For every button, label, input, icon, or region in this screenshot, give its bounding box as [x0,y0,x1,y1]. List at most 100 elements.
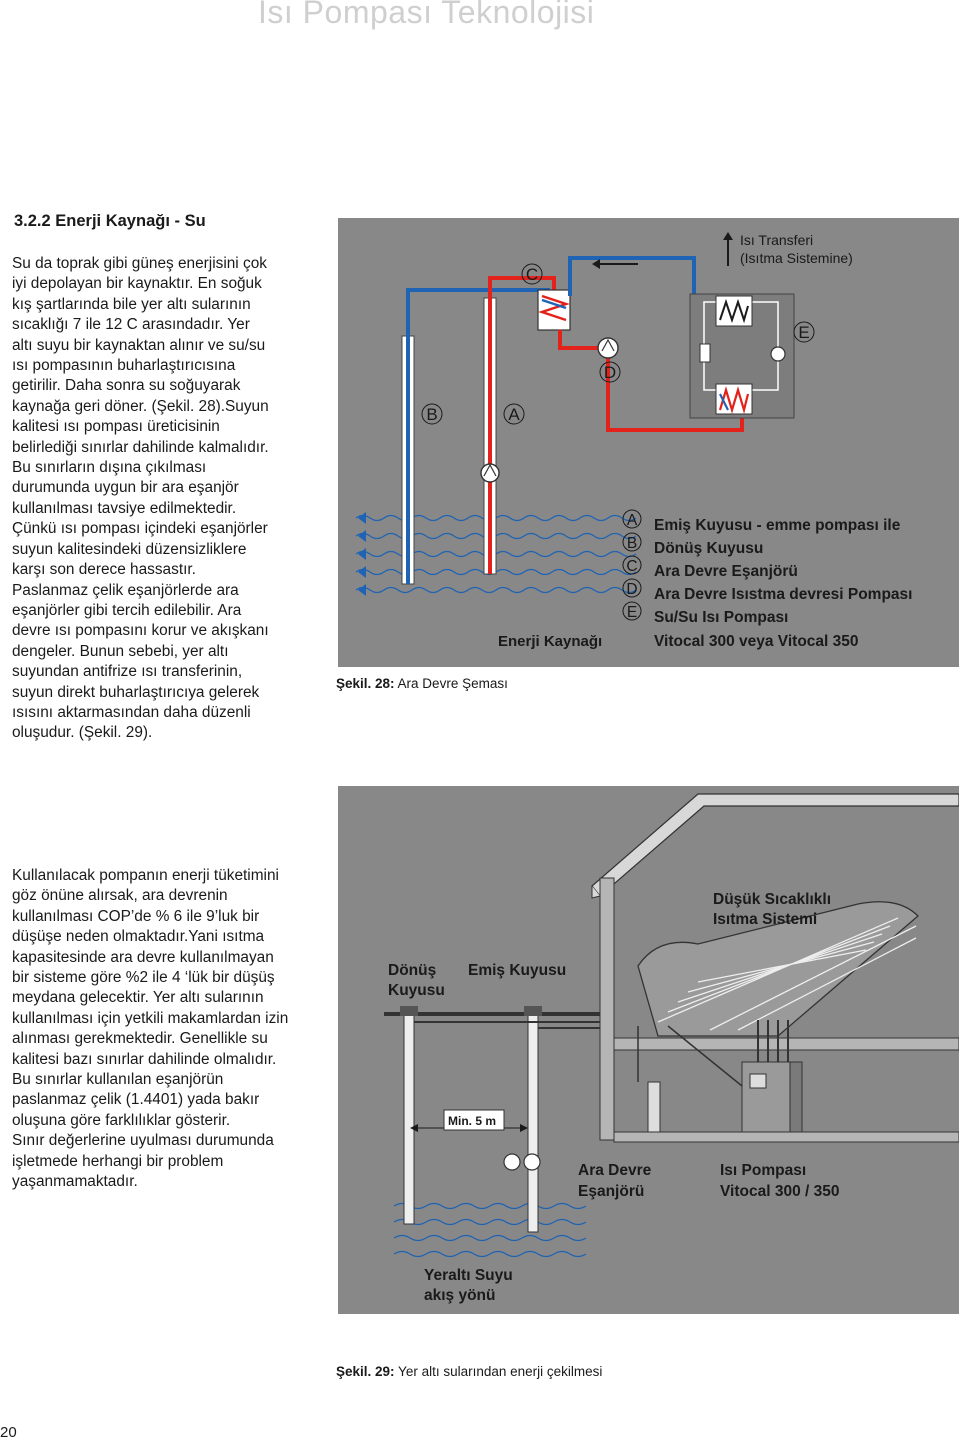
text-line: kalitesi ısı pompası üreticisinin [12,418,220,436]
return-well-label-2: Kuyusu [388,982,445,999]
caption-label: Şekil. 28: [336,676,395,691]
intermediate-heat-exchanger [537,289,571,331]
well-pump-icon [503,1153,521,1171]
text-line: kış şartlarında bile yer altı sularının [12,295,251,313]
legend-text: Dönüş Kuyusu [654,540,763,557]
text-line: kalitesi bazı sınırlar dahilinde olmalıd… [12,1050,277,1068]
text-line: düşüşe neden olmaktadır.Yani ısıtma [12,928,265,946]
legend-key: B [627,535,637,552]
caption-label: Şekil. 29: [336,1364,395,1379]
text-line: karşı son derece hassastır. [12,561,196,579]
min-distance-label: Min. 5 m [448,1114,496,1128]
suction-well-label: Emiş Kuyusu [468,962,566,979]
text-line: eşanjörler gibi tercih edilebilir. Ara [12,601,242,619]
legend-key: D [626,581,637,598]
intermediate-loop-red [558,330,744,432]
text-line: kapasitesinde ara devre kullanılmayan [12,948,274,966]
house-roof [591,793,960,899]
legend-text: Ara Devre Eşanjörü [654,563,798,580]
text-line: Paslanmaz çelik eşanjörlerde ara [12,581,239,599]
text-line: iyi depolayan bir kaynaktır. En soğuk [12,275,262,293]
text-line: devre ısı pompasını korur ve akışkanı [12,622,269,640]
text-line: ısı pompasının buharlaştırıcısına [12,357,236,375]
well-pump-icon [523,1153,541,1171]
text-line: meydana gelecektir. Yer altı sularının [12,989,264,1007]
return-well [400,1006,418,1225]
heat-pump-unit [637,1020,803,1133]
text-line: ısısını aktarmasından daha düzenli [12,703,251,721]
letter-b: B [426,405,437,424]
heat-pump-label-1: Isı Pompası [720,1162,806,1179]
diagram-letters: B A C D E [421,263,815,425]
text-line: getirilir. Daha sonra su soğuyarak [12,377,241,395]
figure-29-labels: Düşük Sıcaklıklı Isıtma Sistemi Dönüş Ku… [388,891,840,1304]
text-line: yaşanmamaktadır. [12,1173,138,1191]
text-line: suyundan antifrize ısı transferinin, [12,663,243,681]
text-line: dengeler. Bunun sebebi, yer altı [12,642,229,660]
ground-line [384,1012,600,1016]
text-line: altı suyu bir kaynaktan alınır ve su/su [12,336,266,354]
figure-28-intermediate-circuit-diagram: B A C D E Isı Transferi (Isıtma Sistemin… [338,218,959,667]
return-well-label-1: Dönüş [388,962,436,979]
legend-text: Vitocal 300 veya Vitocal 350 [654,633,859,650]
text-line: bir sisteme göre %2 ile 4 ‘lük bir düşüş [12,969,275,987]
expansion-valve-icon [699,343,711,363]
page-header-title: Isı Pompası Teknolojisi [258,0,595,30]
letter-e: E [798,323,809,342]
text-line: paslanmaz çelik (1.4401) yada bakır [12,1091,260,1109]
flow-arrows [358,512,366,596]
legend: A Emiş Kuyusu - emme pompası ile B Dönüş… [622,509,912,650]
letter-a: A [508,405,520,424]
text-line: Sınır değerlerine uyulması durumunda [12,1132,274,1150]
text-line: göz önüne alırsak, ara devrenin [12,887,228,905]
house-basement-floor [613,1131,960,1143]
exchanger-label-1: Ara Devre [578,1162,652,1179]
text-line: belirlediği sınırlar dahilinde kalmalıdı… [12,438,269,456]
compressor-icon [770,346,786,362]
groundwater-waves [393,1202,587,1258]
circulation-pump-icon [597,337,619,359]
text-line: suyun direkt buharlaştırıcıya gelerek [12,683,260,701]
diagram-svg: B A C D E Isı Transferi (Isıtma Sistemin… [355,232,912,650]
text-line: Kullanılacak pompanın enerji tüketimini [12,867,279,884]
energy-source-label: Enerji Kaynağı [498,633,602,650]
text-line: kullanılması tavsiye edilmektedir. [12,499,237,517]
low-temp-label-2: Isıtma Sistemi [713,911,817,928]
groundwater-label-2: akış yönü [424,1287,496,1304]
caption-text: Yer altı sularından enerji çekilmesi [394,1364,603,1379]
suction-well-pipe [480,276,556,575]
suction-well [503,1006,542,1233]
return-well-pipe [401,288,550,585]
body-paragraph-1: Su da toprak gibi güneş enerjisini çok i… [12,254,269,744]
legend-text: Emiş Kuyusu - emme pompası ile [654,517,901,534]
body-paragraph-2: Kullanılacak pompanın enerji tüketimini … [12,866,288,1193]
heat-pump-label-2: Vitocal 300 / 350 [720,1183,840,1200]
well-pipes [414,1021,600,1029]
figure-29-groundwater-system: Min. 5 m Düşük Sıcaklıklı Isıtma Sistemi… [338,786,960,1314]
intermediate-loop-blue [568,256,696,296]
min-distance-box [443,1109,505,1131]
text-line: Su da toprak gibi güneş enerjisini çok [12,255,267,272]
legend-key: C [626,558,637,575]
groundwater-label-1: Yeraltı Suyu [424,1267,513,1284]
legend-text: Su/Su Isı Pompası [654,609,788,626]
house-floor [613,1037,960,1051]
text-line: suyun kalitesindeki düzensizliklere [12,540,247,558]
figure-29-caption: Şekil. 29: Yer altı sularından enerji çe… [336,1364,602,1379]
heat-transfer-label-2: (Isıtma Sistemine) [740,250,853,266]
caption-text: Ara Devre Şeması [394,676,508,691]
text-line: işletmede herhangi bir problem [12,1152,224,1170]
section-title: 3.2.2 Enerji Kaynağı - Su [14,212,206,230]
text-line: oluşudur. (Şekil. 29). [12,724,153,742]
text-line: kullanılması COP’de % 6 ile 9’luk bir [12,907,260,925]
text-line: sıcaklığı 7 ile 12 C arasındadır. Yer [12,316,250,334]
letter-c: C [526,265,538,284]
heat-transfer-label-1: Isı Transferi [740,232,813,248]
intermediate-exchanger [647,1081,661,1133]
low-temp-label-1: Düşük Sıcaklıklı [713,891,831,908]
letter-d: D [604,363,616,382]
underfloor-heating [637,901,919,1037]
text-line: Bu sınırların dışına çıkılması [12,459,207,477]
suction-pump-icon [480,463,500,483]
text-line: kaynağa geri döner. (Şekil. 28).Suyun [12,397,269,415]
